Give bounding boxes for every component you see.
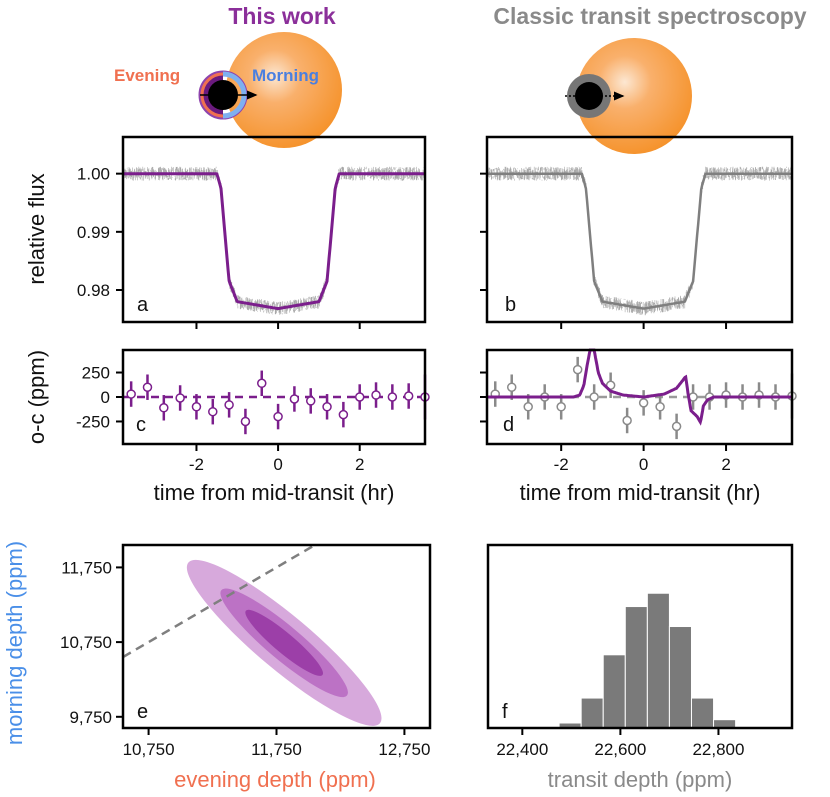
c-residual-point [305, 396, 316, 406]
c-residual-point [175, 393, 185, 403]
d-model-residual-line [487, 348, 792, 426]
f-xtick-label: 22,600 [594, 740, 646, 759]
c-residual-point [142, 382, 153, 392]
c-xtick-label: 0 [273, 455, 282, 474]
c-residual-point [126, 389, 136, 399]
c-residual-point [289, 394, 300, 404]
e-credible-ellipse-3 [245, 609, 324, 676]
f-x-axis-label: transit depth (ppm) [548, 767, 733, 792]
panel-a-light-curve: 1.00 0.99 0.98 a relative flux [24, 135, 427, 329]
d-residual-point [622, 415, 632, 426]
c-residual-point [354, 392, 365, 402]
star-icon [576, 38, 692, 154]
a-transit-model-line [123, 172, 425, 310]
panel-f-depth-histogram: 22,400 22,600 22,800 f transit depth (ppm) [486, 543, 794, 792]
c-ytick-label: -250 [76, 412, 110, 431]
a-ytick-label: 1.00 [77, 165, 110, 184]
panel-e-depth-posterior: 11,750 10,750 9,750 10,750 11,750 12,750 e m… [2, 541, 432, 792]
e-credible-ellipses [186, 559, 382, 726]
c-residual-point [159, 403, 169, 413]
f-xtick-label: 22,400 [496, 740, 548, 759]
a-frame [121, 135, 427, 324]
c-residual-point [208, 406, 218, 417]
schematic-classic [565, 38, 692, 154]
f-histogram-bars [536, 592, 759, 729]
c-y-axis-label: o-c (ppm) [24, 350, 49, 444]
e-xtick-label: 10,750 [123, 740, 175, 759]
d-xtick-label: 0 [639, 455, 648, 474]
a-ytick-label: 0.98 [77, 281, 110, 300]
c-residual-point [403, 391, 414, 401]
c-residual-point [257, 378, 267, 389]
c-residual-point [273, 411, 283, 422]
c-ytick-label: 250 [82, 364, 110, 383]
a-panel-letter: a [137, 294, 149, 316]
c-residual-point [224, 400, 234, 410]
b-panel-letter: b [505, 294, 516, 316]
panel-b-light-curve: b [480, 135, 794, 329]
f-histogram-bar [646, 592, 670, 729]
a-ytick-label: 0.99 [77, 223, 110, 242]
f-histogram-bar [602, 654, 626, 729]
e-ytick-label: 10,750 [60, 633, 112, 652]
c-residual-point [371, 390, 381, 400]
a-y-axis-label: relative flux [24, 173, 49, 284]
star-icon [226, 32, 342, 148]
c-ytick-label: 0 [101, 388, 110, 407]
d-residual-point [523, 402, 533, 412]
d-residual-point [671, 421, 682, 432]
f-histogram-bar [690, 697, 715, 729]
c-residual-point [240, 416, 251, 427]
f-panel-letter: f [502, 701, 508, 723]
c-residual-point [387, 392, 398, 402]
e-y-axis-label: morning depth (ppm) [2, 541, 27, 745]
c-x-axis-label: time from mid-transit (hr) [154, 480, 395, 505]
e-xtick-label: 12,750 [378, 740, 430, 759]
a-noise-band [122, 166, 426, 315]
f-frame [486, 543, 794, 730]
panel-c-residuals: 250 0 -250 -2 0 2 c o-c (ppm) time from mid-… [24, 348, 430, 505]
c-residual-point [322, 402, 332, 412]
e-equal-depth-line [122, 543, 316, 659]
f-histogram-bar [580, 697, 604, 729]
f-xtick-label: 22,800 [692, 740, 744, 759]
evening-label: Evening [114, 66, 180, 85]
e-ytick-label: 11,750 [61, 558, 112, 577]
panel-d-residuals: -2 0 2 d time from mid-transit (hr) [480, 348, 797, 505]
d-xtick-label: -2 [554, 455, 569, 474]
d-residual-point [556, 402, 566, 412]
d-residual-point [638, 398, 649, 408]
e-ytick-label: 9,750 [69, 708, 112, 727]
f-histogram-bar [668, 626, 692, 729]
b-frame [485, 135, 794, 324]
title-this-work: This work [228, 3, 336, 29]
title-classic-transit-spectroscopy: Classic transit spectroscopy [493, 3, 806, 29]
b-noise-band [486, 166, 793, 316]
d-residual-point [572, 364, 583, 375]
d-x-axis-label: time from mid-transit (hr) [520, 480, 761, 505]
b-transit-model-line [487, 172, 792, 310]
d-residual-point [655, 402, 665, 412]
b-noise-path [486, 166, 793, 316]
c-xtick-label: 2 [355, 455, 364, 474]
d-panel-letter: d [503, 414, 514, 436]
d-xtick-label: 2 [721, 455, 730, 474]
c-residual-point [191, 402, 202, 412]
a-noise-path [122, 166, 426, 315]
c-residual-points [126, 370, 430, 435]
morning-label: Morning [252, 66, 319, 85]
d-residual-point [506, 382, 517, 392]
e-panel-letter: e [137, 701, 148, 723]
c-panel-letter: c [136, 414, 146, 436]
c-residual-point [338, 409, 349, 420]
e-x-axis-label: evening depth (ppm) [174, 767, 376, 792]
e-xtick-label: 11,750 [251, 740, 302, 759]
f-histogram-bar [624, 606, 648, 729]
schematic-this-work: Evening Morning [114, 32, 342, 148]
c-xtick-label: -2 [189, 455, 204, 474]
d-residual-point [589, 392, 599, 402]
